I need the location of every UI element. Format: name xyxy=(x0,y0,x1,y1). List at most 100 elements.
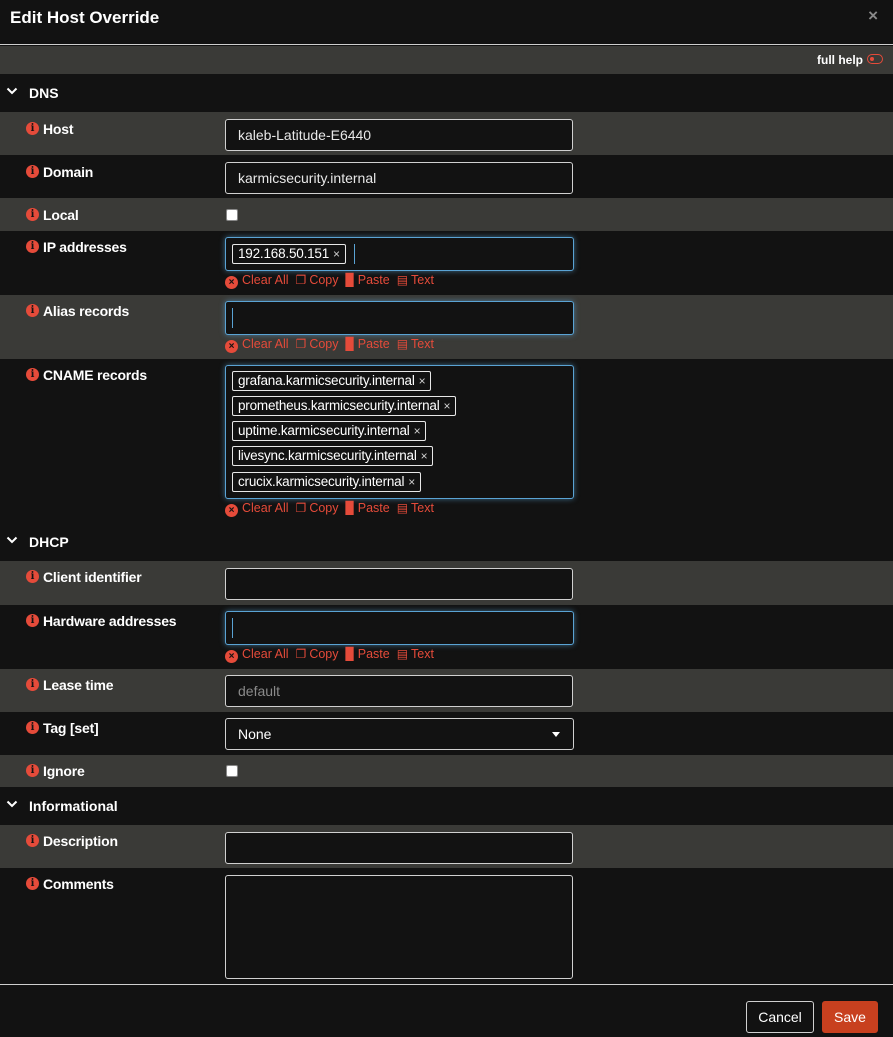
text-button[interactable]: ▤Text xyxy=(397,337,434,351)
info-icon[interactable]: i xyxy=(26,764,39,777)
clear-all-button[interactable]: ×Clear All xyxy=(225,647,289,663)
info-icon[interactable]: i xyxy=(26,304,39,317)
chevron-down-icon xyxy=(6,87,18,95)
row-ip-addresses: i IP addresses 192.168.50.151× ×Clear Al… xyxy=(0,231,893,295)
paste-button[interactable]: ▉Paste xyxy=(346,337,390,351)
paste-icon: ▉ xyxy=(345,501,355,515)
paste-label: Paste xyxy=(357,647,390,661)
tag-chip: crucix.karmicsecurity.internal× xyxy=(232,472,422,492)
lease-time-input[interactable]: default xyxy=(225,675,573,707)
clear-icon: × xyxy=(225,650,238,663)
copy-icon: ❐ xyxy=(295,273,307,287)
info-icon[interactable]: i xyxy=(26,834,39,847)
tag-tools: ×Clear All ❐Copy ▉Paste ▤Text xyxy=(225,273,441,289)
section-label: DHCP xyxy=(29,534,69,550)
clear-all-button[interactable]: ×Clear All xyxy=(225,501,289,517)
paste-icon: ▉ xyxy=(345,337,355,351)
local-checkbox[interactable] xyxy=(226,209,238,221)
save-button[interactable]: Save xyxy=(822,1001,878,1033)
info-icon[interactable]: i xyxy=(26,570,39,583)
cancel-button[interactable]: Cancel xyxy=(746,1001,814,1033)
remove-tag-icon[interactable]: × xyxy=(413,424,421,438)
tag-tools: ×Clear All ❐Copy ▉Paste ▤Text xyxy=(225,501,441,517)
domain-input[interactable]: karmicsecurity.internal xyxy=(225,162,573,194)
clear-icon: × xyxy=(225,276,238,289)
field-label: Lease time xyxy=(43,677,114,693)
client-identifier-input[interactable] xyxy=(225,568,573,600)
close-icon[interactable]: × xyxy=(868,6,878,25)
clear-all-button[interactable]: ×Clear All xyxy=(225,273,289,289)
copy-label: Copy xyxy=(309,501,339,515)
paste-button[interactable]: ▉Paste xyxy=(346,647,390,661)
row-domain: i Domain karmicsecurity.internal xyxy=(0,155,893,198)
description-input[interactable] xyxy=(225,832,573,864)
section-label: DNS xyxy=(29,85,59,101)
info-icon[interactable]: i xyxy=(26,614,39,627)
remove-tag-icon[interactable]: × xyxy=(420,449,428,463)
paste-label: Paste xyxy=(357,501,390,515)
tag-text: uptime.karmicsecurity.internal xyxy=(238,423,410,438)
copy-icon: ❐ xyxy=(295,501,307,515)
hardware-addresses-input[interactable] xyxy=(225,611,574,645)
row-client-identifier: i Client identifier xyxy=(0,561,893,605)
info-icon[interactable]: i xyxy=(26,240,39,253)
info-icon[interactable]: i xyxy=(26,208,39,221)
tag-set-select[interactable]: None xyxy=(225,718,574,750)
section-dhcp[interactable]: DHCP xyxy=(0,523,893,561)
text-button[interactable]: ▤Text xyxy=(397,647,434,661)
info-icon[interactable]: i xyxy=(26,165,39,178)
row-ignore: i Ignore xyxy=(0,755,893,787)
field-label: Host xyxy=(43,121,74,137)
field-label: Domain xyxy=(43,164,94,180)
row-cname-records: i CNAME records grafana.karmicsecurity.i… xyxy=(0,359,893,523)
paste-button[interactable]: ▉Paste xyxy=(346,273,390,287)
copy-label: Copy xyxy=(309,273,339,287)
toggle-icon[interactable] xyxy=(867,54,883,64)
info-icon[interactable]: i xyxy=(26,122,39,135)
remove-tag-icon[interactable]: × xyxy=(443,399,451,413)
clear-icon: × xyxy=(225,340,238,353)
copy-button[interactable]: ❐Copy xyxy=(296,273,339,287)
section-informational[interactable]: Informational xyxy=(0,787,893,825)
tag-chip: 192.168.50.151× xyxy=(232,244,346,264)
text-label: Text xyxy=(411,337,434,351)
cname-records-input[interactable]: grafana.karmicsecurity.internal× prometh… xyxy=(225,365,574,499)
clear-all-button[interactable]: ×Clear All xyxy=(225,337,289,353)
copy-button[interactable]: ❐Copy xyxy=(296,501,339,515)
row-lease-time: i Lease time default xyxy=(0,669,893,712)
info-icon[interactable]: i xyxy=(26,678,39,691)
remove-tag-icon[interactable]: × xyxy=(418,374,426,388)
clear-icon: × xyxy=(225,504,238,517)
copy-button[interactable]: ❐Copy xyxy=(296,337,339,351)
text-icon: ▤ xyxy=(396,273,409,287)
field-label: Client identifier xyxy=(43,569,142,585)
text-icon: ▤ xyxy=(396,647,409,661)
alias-records-input[interactable] xyxy=(225,301,574,335)
info-icon[interactable]: i xyxy=(26,721,39,734)
host-input[interactable]: kaleb-Latitude-E6440 xyxy=(225,119,573,151)
paste-button[interactable]: ▉Paste xyxy=(346,501,390,515)
text-button[interactable]: ▤Text xyxy=(397,273,434,287)
ip-addresses-input[interactable]: 192.168.50.151× xyxy=(225,237,574,271)
text-caret xyxy=(354,244,355,264)
remove-tag-icon[interactable]: × xyxy=(408,475,416,489)
row-tag-set: i Tag [set] None xyxy=(0,712,893,755)
info-icon[interactable]: i xyxy=(26,877,39,890)
full-help-label[interactable]: full help xyxy=(817,53,863,67)
text-button[interactable]: ▤Text xyxy=(397,501,434,515)
remove-tag-icon[interactable]: × xyxy=(333,247,340,261)
copy-button[interactable]: ❐Copy xyxy=(296,647,339,661)
dialog-header: Edit Host Override × xyxy=(0,0,893,45)
text-label: Text xyxy=(411,501,434,515)
section-dns[interactable]: DNS xyxy=(0,74,893,112)
text-icon: ▤ xyxy=(396,501,409,515)
text-icon: ▤ xyxy=(396,337,409,351)
comments-textarea[interactable] xyxy=(225,875,573,979)
ignore-checkbox[interactable] xyxy=(226,765,238,777)
copy-label: Copy xyxy=(309,647,339,661)
copy-icon: ❐ xyxy=(295,337,307,351)
chevron-down-icon xyxy=(552,732,560,737)
field-label: Tag [set] xyxy=(43,720,99,736)
info-icon[interactable]: i xyxy=(26,368,39,381)
paste-icon: ▉ xyxy=(345,647,355,661)
